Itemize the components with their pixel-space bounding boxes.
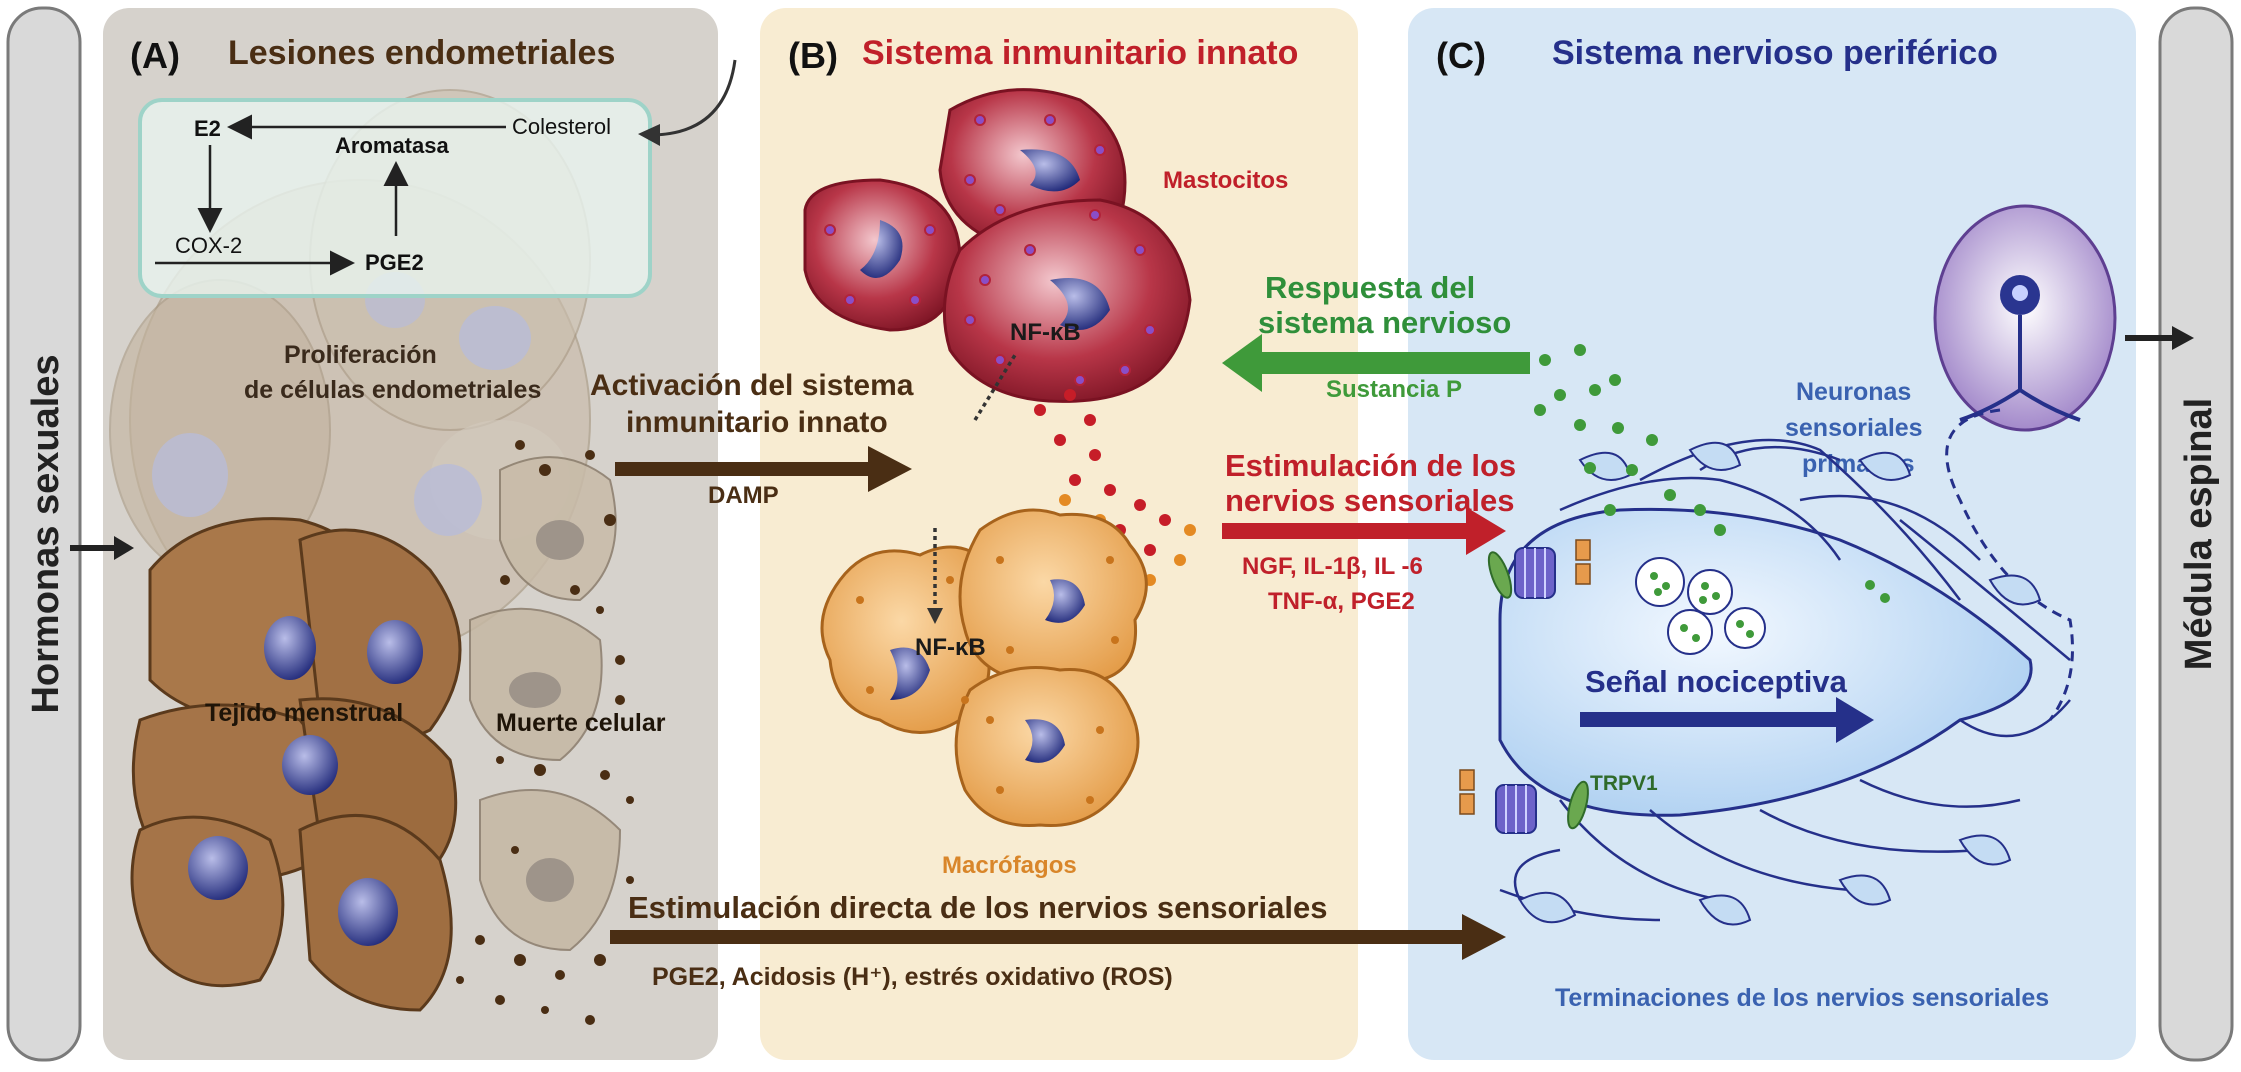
nerve-terminal (1498, 438, 2071, 926)
proliferacion-label-1: Proliferación (284, 341, 437, 369)
activacion-label-1: Activación del sistema (590, 369, 914, 402)
pathway-aromatasa: Aromatasa (335, 133, 449, 158)
sustancia-p-label: Sustancia P (1326, 376, 1462, 403)
neuronas-label-2: sensoriales (1785, 414, 1923, 442)
arrow-direct-stimulation (610, 914, 1506, 960)
side-bar-right: Médula espinal (2158, 6, 2234, 1062)
senal-label: Señal nociceptiva (1585, 664, 1848, 699)
pathway-colesterol: Colesterol (512, 114, 611, 139)
directa-causes-label: PGE2, Acidosis (H⁺), estrés oxidativo (R… (652, 963, 1173, 991)
hormone-curve-arrowhead (638, 124, 660, 146)
terminaciones-label: Terminaciones de los nervios sensoriales (1555, 984, 2049, 1012)
substance-p-dots (1534, 344, 1726, 536)
panel-b-title: Sistema inmunitario innato (862, 34, 1298, 72)
nfkb-mast-label: NF-κB (1010, 319, 1081, 346)
directa-label: Estimulación directa de los nervios sens… (628, 890, 1328, 925)
axon-dashed (1945, 408, 2074, 721)
estimulacion-label-2: nervios sensoriales (1225, 483, 1515, 518)
medula-label: Médula espinal (2178, 398, 2220, 670)
side-bar-left: Hormonas sexuales (6, 6, 82, 1062)
tejido-menstrual-label: Tejido menstrual (205, 699, 403, 727)
panel-a-letter: (A) (130, 35, 180, 76)
pathway-pge2: PGE2 (365, 250, 424, 275)
macrophages (820, 508, 1148, 828)
proliferacion-label-2: de células endometriales (244, 376, 541, 404)
macrofagos-label: Macrófagos (942, 852, 1077, 879)
mast-cells (803, 88, 1192, 403)
respuesta-label-2: sistema nervioso (1258, 305, 1511, 340)
estimulacion-label-1: Estimulación de los (1225, 448, 1516, 483)
pathway-cox2: COX-2 (175, 233, 242, 258)
mediadores-label-1: NGF, IL-1β, IL -6 (1242, 553, 1423, 580)
muerte-celular-label: Muerte celular (496, 709, 666, 737)
arrow-into-spinal-cord (2125, 326, 2194, 350)
receptor-bottom (1459, 769, 1589, 834)
receptor-top (1487, 539, 1591, 599)
panel-c-letter: (C) (1436, 35, 1486, 76)
pathway-e2: E2 (194, 116, 221, 141)
mastocitos-label: Mastocitos (1163, 167, 1288, 194)
nfkb-macrophage-label: NF-κB (915, 634, 986, 661)
sensory-neuron-soma (1933, 204, 2117, 432)
damp-label: DAMP (708, 482, 779, 509)
panel-a-title: Lesiones endometriales (228, 34, 615, 72)
arrow-nociceptive-signal (1580, 697, 1874, 743)
steroid-pathway-box: E2 Colesterol Aromatasa COX-2 PGE2 (138, 98, 652, 298)
nfkb-macrophage-arrowhead (927, 608, 943, 624)
trpv1-label: TRPV1 (1590, 772, 1658, 795)
panel-c-title: Sistema nervioso periférico (1552, 34, 1998, 72)
activacion-label-2: inmunitario innato (626, 406, 888, 439)
mediadores-label-2: TNF-α, PGE2 (1268, 588, 1415, 615)
neuronas-label-1: Neuronas (1796, 378, 1911, 406)
arrow-nervous-response (1222, 334, 1530, 392)
arrow-into-panel-a (70, 536, 134, 560)
panel-b-letter: (B) (788, 35, 838, 76)
arrow-sensory-stimulation (1222, 507, 1506, 555)
respuesta-label-1: Respuesta del (1265, 270, 1475, 305)
hormone-curve-arrow (649, 59, 737, 137)
hormonas-label: Hormonas sexuales (25, 354, 67, 713)
arrow-activation (615, 446, 912, 492)
